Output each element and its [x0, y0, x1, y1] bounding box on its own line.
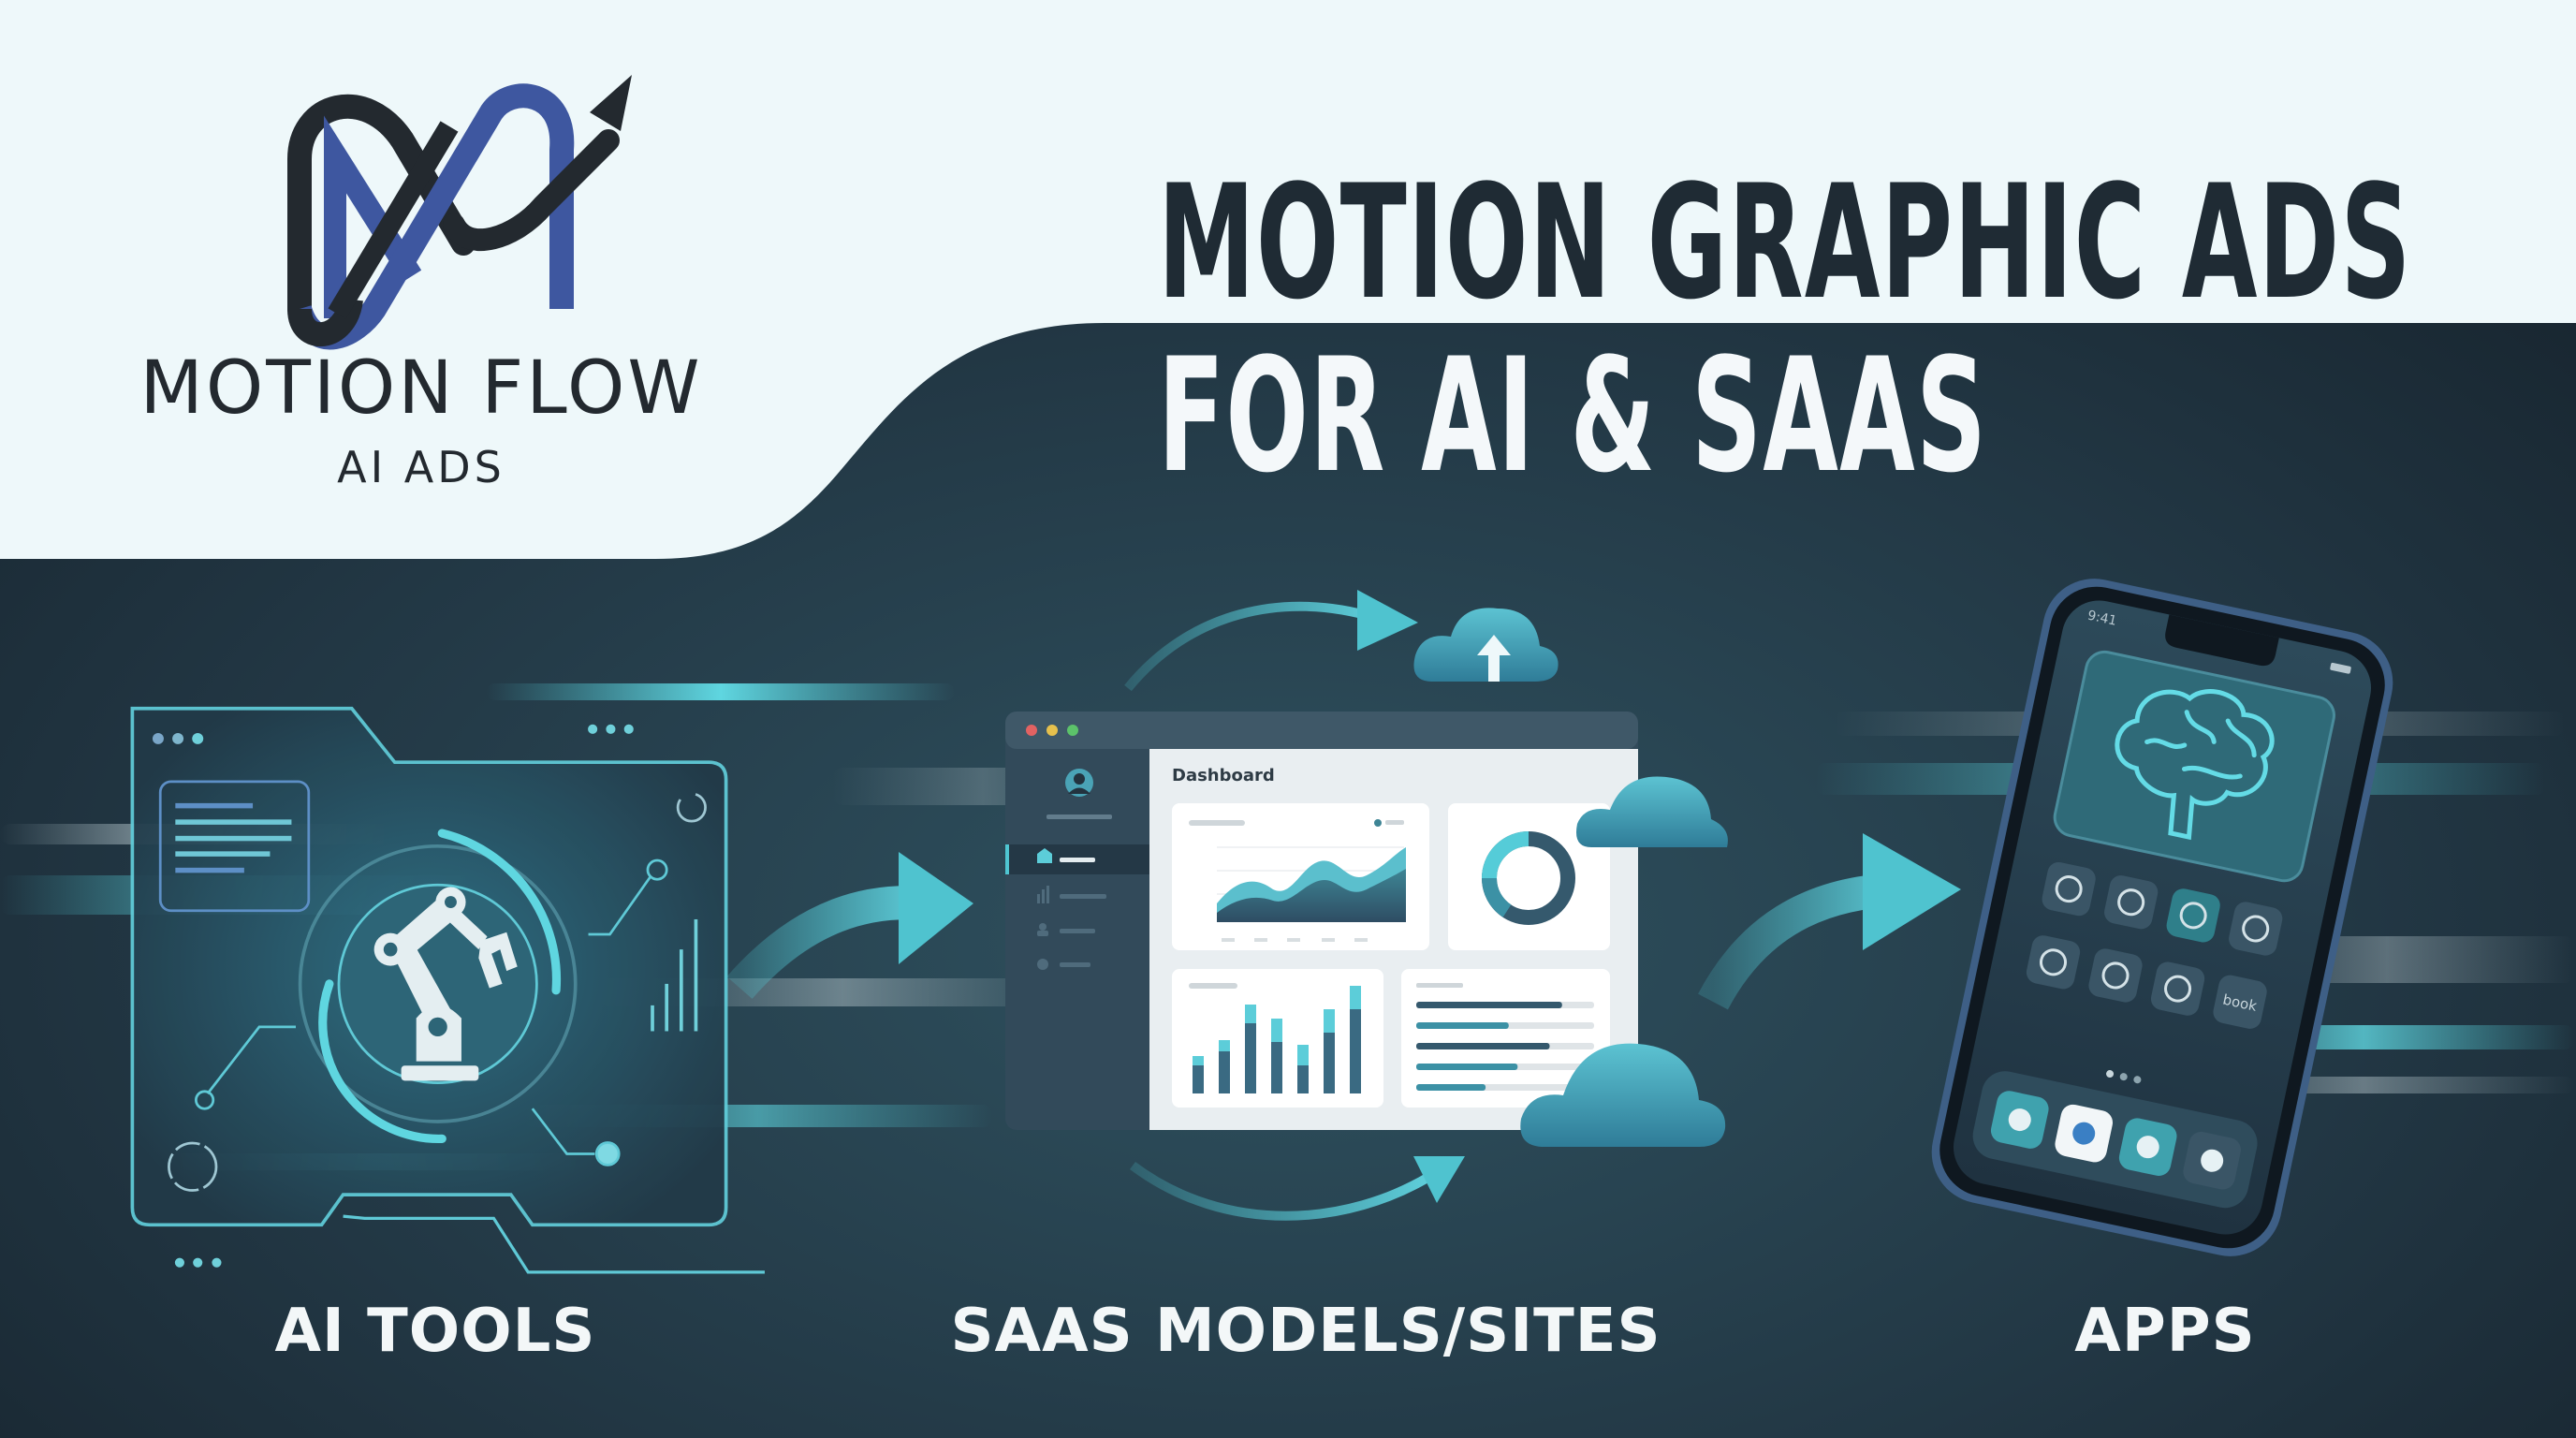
bar — [1324, 1033, 1335, 1093]
light-header-background — [0, 0, 2576, 559]
bar-cap — [1271, 1019, 1282, 1042]
ai-tools-panel — [130, 706, 765, 1274]
window-close-icon — [1026, 725, 1037, 736]
bar — [1350, 1009, 1361, 1093]
grid-icon — [2150, 961, 2205, 1016]
bar-cap — [1193, 1056, 1204, 1065]
window-maximize-icon — [1067, 725, 1078, 736]
brand-name: MOTION FLOW — [139, 346, 703, 431]
globe-icon — [2026, 935, 2081, 990]
arrow-right-icon — [899, 852, 973, 964]
book-icon — [2213, 975, 2267, 1029]
arrow-right-icon — [1863, 833, 1961, 950]
battery-icon — [2330, 662, 2351, 674]
user-icon — [1039, 923, 1046, 931]
dashboard-window: Dashboard — [1005, 712, 1638, 1130]
phone-notch — [2165, 614, 2279, 667]
section-label-saas: SAAS MODELS/SITES — [950, 1297, 1661, 1366]
section-label-apps: APPS — [2074, 1297, 2256, 1366]
bar-cap — [1324, 1009, 1335, 1033]
arrow-right-icon — [1357, 590, 1418, 651]
home-icon — [1037, 848, 1052, 863]
cloud-icon — [1520, 1043, 1726, 1147]
brain-icon — [2115, 689, 2275, 841]
donut-chart-card — [1448, 803, 1610, 950]
bar — [1271, 1042, 1282, 1093]
grid-icon-glyph — [2164, 975, 2192, 1003]
bar — [1219, 1051, 1230, 1093]
settings-icon — [2088, 948, 2143, 1003]
progress-fill — [1416, 1043, 1550, 1049]
settings-icon — [1037, 959, 1048, 970]
safari-icon-glyph — [2072, 1122, 2096, 1145]
phone-status-time: 9:41 — [2086, 609, 2118, 629]
arrow-right-icon — [1413, 1156, 1465, 1203]
app-store-icon — [2042, 861, 2096, 917]
app-store-icon-glyph — [2055, 875, 2083, 903]
section-label-ai-tools: AI TOOLS — [274, 1297, 596, 1366]
cloud-icon — [1576, 776, 1728, 847]
brand-tagline: AI ADS — [337, 442, 505, 492]
flow-arrows — [726, 590, 1961, 1221]
messages-icon-glyph — [2136, 1136, 2159, 1159]
motion-flow-logo-icon — [287, 75, 632, 350]
contacts-icon — [2104, 875, 2159, 930]
headline-line-1: MOTION GRAPHIC ADS — [1158, 151, 2412, 334]
progress-fill — [1416, 1084, 1486, 1091]
music-icon-glyph — [2201, 1149, 2224, 1172]
scan-icon-glyph — [2242, 915, 2270, 943]
progress-fill — [1416, 1064, 1518, 1070]
contacts-icon-glyph — [2117, 888, 2145, 917]
chip-icon-glyph — [2179, 902, 2207, 930]
bar-chart-icon — [1037, 894, 1040, 903]
progress-fill — [1416, 1022, 1509, 1029]
bar-cap — [1297, 1045, 1309, 1065]
smartphone: 9:41 book — [1931, 579, 2393, 1256]
dashboard-title: Dashboard — [1172, 766, 1275, 785]
bar-cap — [1350, 986, 1361, 1009]
window-minimize-icon — [1046, 725, 1058, 736]
phone-icon-glyph — [2008, 1108, 2031, 1132]
progress-fill — [1416, 1002, 1562, 1008]
scan-icon — [2229, 902, 2283, 956]
bar — [1245, 1023, 1256, 1093]
globe-icon-glyph — [2040, 948, 2068, 976]
chip-icon — [2166, 888, 2220, 943]
bar-cap — [1219, 1040, 1230, 1051]
bar-cap — [1245, 1005, 1256, 1023]
bar — [1193, 1065, 1204, 1093]
cloud-upload-icon — [1413, 608, 1559, 682]
settings-icon-glyph — [2101, 961, 2130, 990]
headline-line-2: FOR AI & SAAS — [1158, 324, 1988, 507]
bar-series — [1193, 986, 1361, 1093]
bar — [1297, 1065, 1309, 1093]
